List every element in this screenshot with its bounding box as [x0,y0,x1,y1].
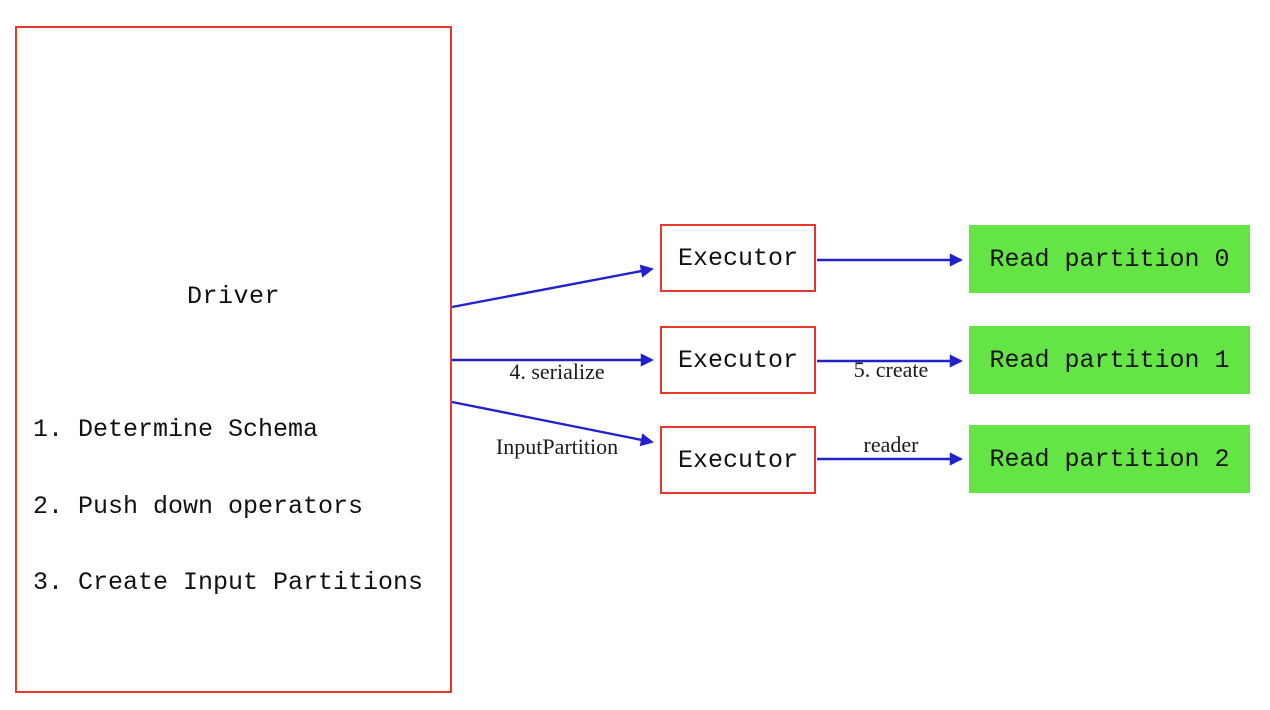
read-partition-box-2: Read partition 2 [969,425,1250,493]
create-reader-label: 5. create reader [811,307,971,507]
read-partition-label: Read partition 2 [989,444,1230,474]
driver-step: 2. Push down operators [33,491,364,521]
read-partition-box-1: Read partition 1 [969,326,1250,394]
executor-box-1: Executor [660,224,816,292]
create-reader-label-line2: reader [863,432,919,457]
executor-label: Executor [677,243,799,273]
driver-step: 3. Create Input Partitions [33,568,424,597]
executor-box-2: Executor [660,326,816,394]
serialize-label-line1: 4. serialize [509,359,605,384]
driver-step: 1. Determine Schema [33,415,319,444]
arrow-driver-to-executor-1 [451,264,654,309]
read-partition-box-0: Read partition 0 [969,225,1250,293]
serialize-label-line2: InputPartition [495,434,619,459]
executor-label: Executor [677,445,799,475]
executor-label: Executor [677,345,799,375]
serialize-inputpartition-label: 4. serialize InputPartition [447,309,667,509]
driver-title: Driver [186,282,280,311]
driver-box: Driver 1. Determine Schema 2. Push down … [15,26,452,693]
driver-steps-list: 1. Determine Schema 2. Push down operato… [33,366,423,647]
read-partition-label: Read partition 0 [989,244,1230,274]
read-partition-label: Read partition 1 [989,345,1230,375]
executor-box-3: Executor [660,426,816,494]
create-reader-label-line1: 5. create [853,357,929,382]
